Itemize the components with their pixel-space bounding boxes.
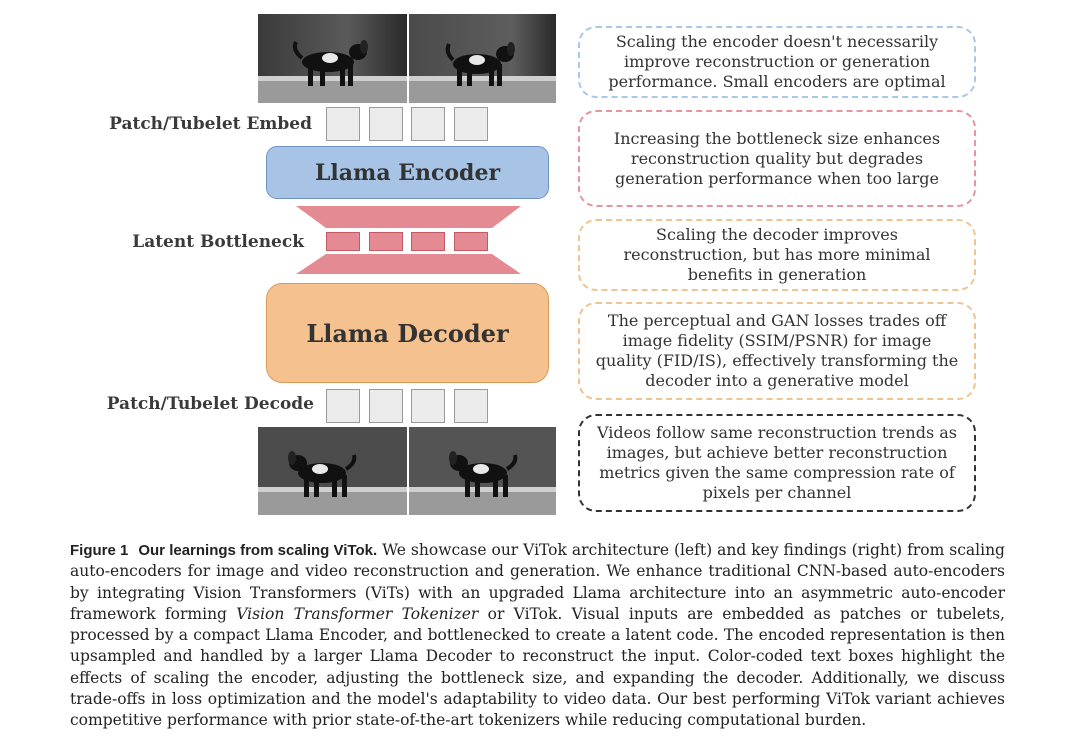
latent-token-4	[454, 232, 488, 251]
caption-text-2: or ViTok. Visual inputs are embedded as …	[70, 604, 1005, 730]
embed-patch-4	[454, 107, 488, 141]
decode-patch-1	[326, 389, 360, 423]
patch-embed-label: Patch/Tubelet Embed	[109, 114, 312, 134]
caption-emphasis: Vision Transformer Tokenizer	[236, 604, 479, 623]
patch-decode-label: Patch/Tubelet Decode	[106, 394, 314, 414]
finding-video-box: Videos follow same reconstruction trends…	[578, 414, 976, 512]
decode-patch-2	[369, 389, 403, 423]
latent-token-2	[369, 232, 403, 251]
embed-patch-1	[326, 107, 360, 141]
finding-loss-box: The perceptual and GAN losses trades off…	[578, 302, 976, 400]
finding-bottleneck-box: Increasing the bottleneck size enhances …	[578, 110, 976, 207]
embed-patch-2	[369, 107, 403, 141]
caption-text-1: We showcase our ViTok architecture (left…	[70, 541, 1005, 623]
encoder-compress-shape	[296, 206, 521, 228]
caption-label: Figure 1	[70, 542, 129, 559]
input-frame-1	[258, 14, 407, 103]
latent-bottleneck-label: Latent Bottleneck	[132, 232, 304, 252]
dog-shape	[292, 40, 368, 86]
embed-patch-3	[411, 107, 445, 141]
llama-encoder-block: Llama Encoder	[266, 146, 549, 199]
decoder-expand-shape	[296, 254, 521, 274]
input-frame-2	[409, 14, 556, 103]
latent-token-1	[326, 232, 360, 251]
finding-decoder-box: Scaling the decoder improves reconstruct…	[578, 219, 976, 291]
output-frame-1	[258, 427, 407, 515]
decode-patch-4	[454, 389, 488, 423]
decode-patch-3	[411, 389, 445, 423]
caption-title: Our learnings from scaling ViTok.	[138, 542, 378, 559]
finding-encoder-box: Scaling the encoder doesn't necessarily …	[578, 26, 976, 98]
figure-caption: Figure 1 Our learnings from scaling ViTo…	[70, 540, 1005, 732]
latent-token-3	[411, 232, 445, 251]
llama-decoder-block: Llama Decoder	[266, 283, 549, 383]
output-frame-2	[409, 427, 556, 515]
